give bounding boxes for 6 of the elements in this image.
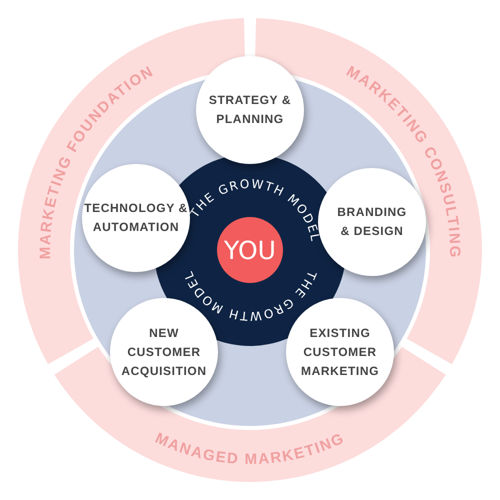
topic-label: BRANDING & DESIGN xyxy=(336,204,408,240)
topic-label: TECHNOLOGY & AUTOMATION xyxy=(83,200,189,236)
topic-label: STRATEGY & PLANNING xyxy=(208,92,292,128)
topic-label: EXISTING CUSTOMER MARKETING xyxy=(300,324,380,380)
topic-label: NEW CUSTOMER ACQUISITION xyxy=(120,324,208,380)
center-label: YOU xyxy=(224,236,276,265)
